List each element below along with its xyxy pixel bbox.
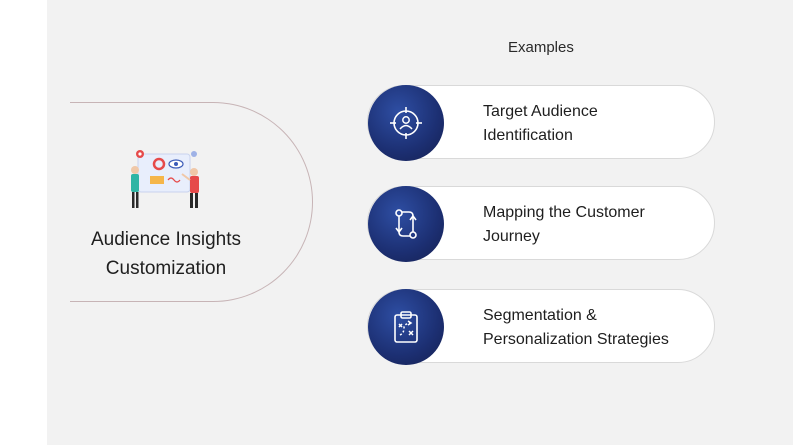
- item-label-line-2: Personalization Strategies: [483, 331, 669, 348]
- clipboard-strategy-icon: [394, 311, 418, 343]
- example-item-segmentation: Segmentation & Personalization Strategie…: [367, 289, 715, 365]
- item-label-line-2: Journey: [483, 228, 540, 245]
- item-icon-circle: [368, 186, 444, 262]
- audience-insights-title: Audience Insights Customization: [70, 225, 262, 283]
- target-person-icon: [390, 107, 422, 139]
- item-label-line-1: Target Audience: [483, 103, 598, 120]
- example-item-target-audience: Target Audience Identification: [367, 85, 715, 161]
- journey-path-icon: [395, 209, 417, 239]
- title-line-1: Audience Insights: [91, 229, 241, 250]
- item-label-line-1: Segmentation &: [483, 307, 597, 324]
- item-label: Mapping the Customer Journey: [483, 201, 713, 249]
- audience-insights-card: [70, 102, 313, 302]
- item-icon-circle: [368, 289, 444, 365]
- item-label-line-1: Mapping the Customer: [483, 204, 645, 221]
- examples-heading: Examples: [508, 39, 574, 56]
- example-item-customer-journey: Mapping the Customer Journey: [367, 186, 715, 262]
- item-label: Segmentation & Personalization Strategie…: [483, 304, 713, 352]
- item-label: Target Audience Identification: [483, 100, 713, 148]
- title-line-2: Customization: [105, 258, 227, 279]
- item-label-line-2: Identification: [483, 127, 573, 144]
- item-icon-circle: [368, 85, 444, 161]
- audience-analytics-illustration-icon: [131, 150, 199, 208]
